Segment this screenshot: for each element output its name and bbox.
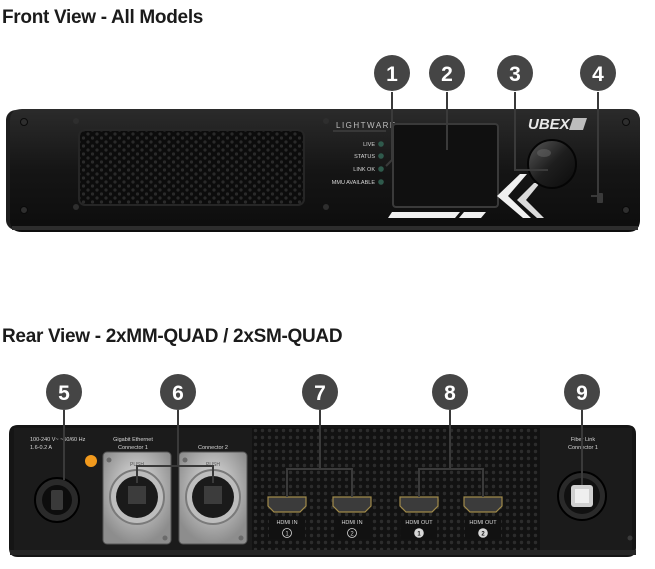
hdmi-out-1-number: 1	[417, 532, 421, 538]
callout-3-badge	[497, 55, 533, 91]
callout-1-badge	[374, 55, 410, 91]
rear-callouts: 5 6 7 8 9	[46, 374, 600, 410]
front-callouts: 1 2 3 4	[374, 55, 616, 91]
callout-2-label: 2	[441, 63, 453, 86]
screw-icon	[622, 118, 630, 126]
hdmi-out-1-port[interactable]	[399, 496, 439, 513]
rear-panel: 100-240 V~ ~50/60 Hz 1.6-0.2 A Gigabit E…	[9, 425, 636, 557]
hdmi-in-2-label: HDMI IN	[341, 520, 362, 526]
hdmi-in-1-number: 1	[285, 532, 289, 538]
ethernet-1-label-bottom: Connector 1	[118, 445, 148, 451]
callout-9-label: 9	[576, 382, 588, 405]
led-mmu-icon	[378, 179, 384, 185]
screw-icon	[323, 118, 329, 124]
fiber-label-top: Fiber Link	[571, 437, 595, 443]
logo-chevron-icon	[569, 118, 587, 130]
hdmi-out-2-port[interactable]	[463, 496, 503, 513]
front-panel: LIGHTWARE LIVE STATUS LINK OK MMU AVAILA…	[6, 109, 640, 232]
callout-1-label: 1	[386, 63, 398, 86]
led-live-icon	[378, 141, 384, 147]
callout-4-badge	[580, 55, 616, 91]
screw-icon	[20, 118, 28, 126]
callout-6-label: 6	[172, 382, 184, 405]
power-rating-label: 100-240 V~ ~50/60 Hz	[30, 437, 86, 443]
callout-9-badge	[564, 374, 600, 410]
callout-7-badge	[302, 374, 338, 410]
hdmi-out-1-label: HDMI OUT	[405, 520, 433, 526]
callout-5-badge	[46, 374, 82, 410]
rear-view-heading: Rear View - 2xMM-QUAD / 2xSM-QUAD	[2, 326, 343, 347]
ethernet-connector-1[interactable]: PUSH	[102, 451, 172, 545]
led-label-mmu-available: MMU AVAILABLE	[332, 180, 376, 186]
hdmi-in-1-label: HDMI IN	[276, 520, 297, 526]
rear-callout-lines	[63, 410, 583, 497]
fiber-link-connector[interactable]	[557, 471, 607, 521]
callout-6-badge	[160, 374, 196, 410]
front-callout-lines	[385, 92, 599, 197]
ethernet-1-label-top: Gigabit Ethernet	[113, 437, 153, 443]
power-indicator-icon	[85, 455, 97, 467]
ethernet-2-label: Connector 2	[198, 445, 228, 451]
callout-5-label: 5	[58, 382, 70, 405]
callout-8-label: 8	[444, 382, 456, 405]
callout-2-badge	[429, 55, 465, 91]
hdmi-out-2-label: HDMI OUT	[469, 520, 497, 526]
jog-dial-knob[interactable]	[527, 139, 577, 189]
power-current-label: 1.6-0.2 A	[30, 445, 52, 451]
led-label-link-ok: LINK OK	[353, 167, 375, 173]
led-label-live: LIVE	[363, 142, 375, 148]
brand-logo-text: LIGHTWARE	[336, 121, 397, 130]
screw-icon	[73, 118, 79, 124]
hdmi-out-2-number: 2	[481, 532, 485, 538]
callout-7-label: 7	[314, 382, 326, 405]
status-leds: LIVE STATUS LINK OK MMU AVAILABLE	[332, 141, 384, 186]
callout-8-badge	[432, 374, 468, 410]
model-logo-text: UBEX	[528, 116, 571, 133]
hdmi-in-2-port[interactable]	[332, 496, 372, 513]
lcd-display	[392, 123, 499, 208]
screw-icon	[627, 535, 633, 541]
screw-icon	[73, 204, 79, 210]
led-label-status: STATUS	[354, 154, 375, 160]
ethernet-connector-2[interactable]: PUSH	[178, 451, 248, 545]
screw-icon	[323, 204, 329, 210]
screw-icon	[20, 206, 28, 214]
led-link-ok-icon	[378, 166, 384, 172]
screw-icon	[622, 206, 630, 214]
front-vent-grille	[78, 129, 305, 206]
led-status-icon	[378, 153, 384, 159]
callout-3-label: 3	[509, 63, 521, 86]
front-view-heading: Front View - All Models	[2, 7, 204, 28]
hdmi-in-1-port[interactable]	[267, 496, 307, 513]
hdmi-in-2-number: 2	[350, 532, 354, 538]
callout-4-label: 4	[592, 63, 604, 86]
